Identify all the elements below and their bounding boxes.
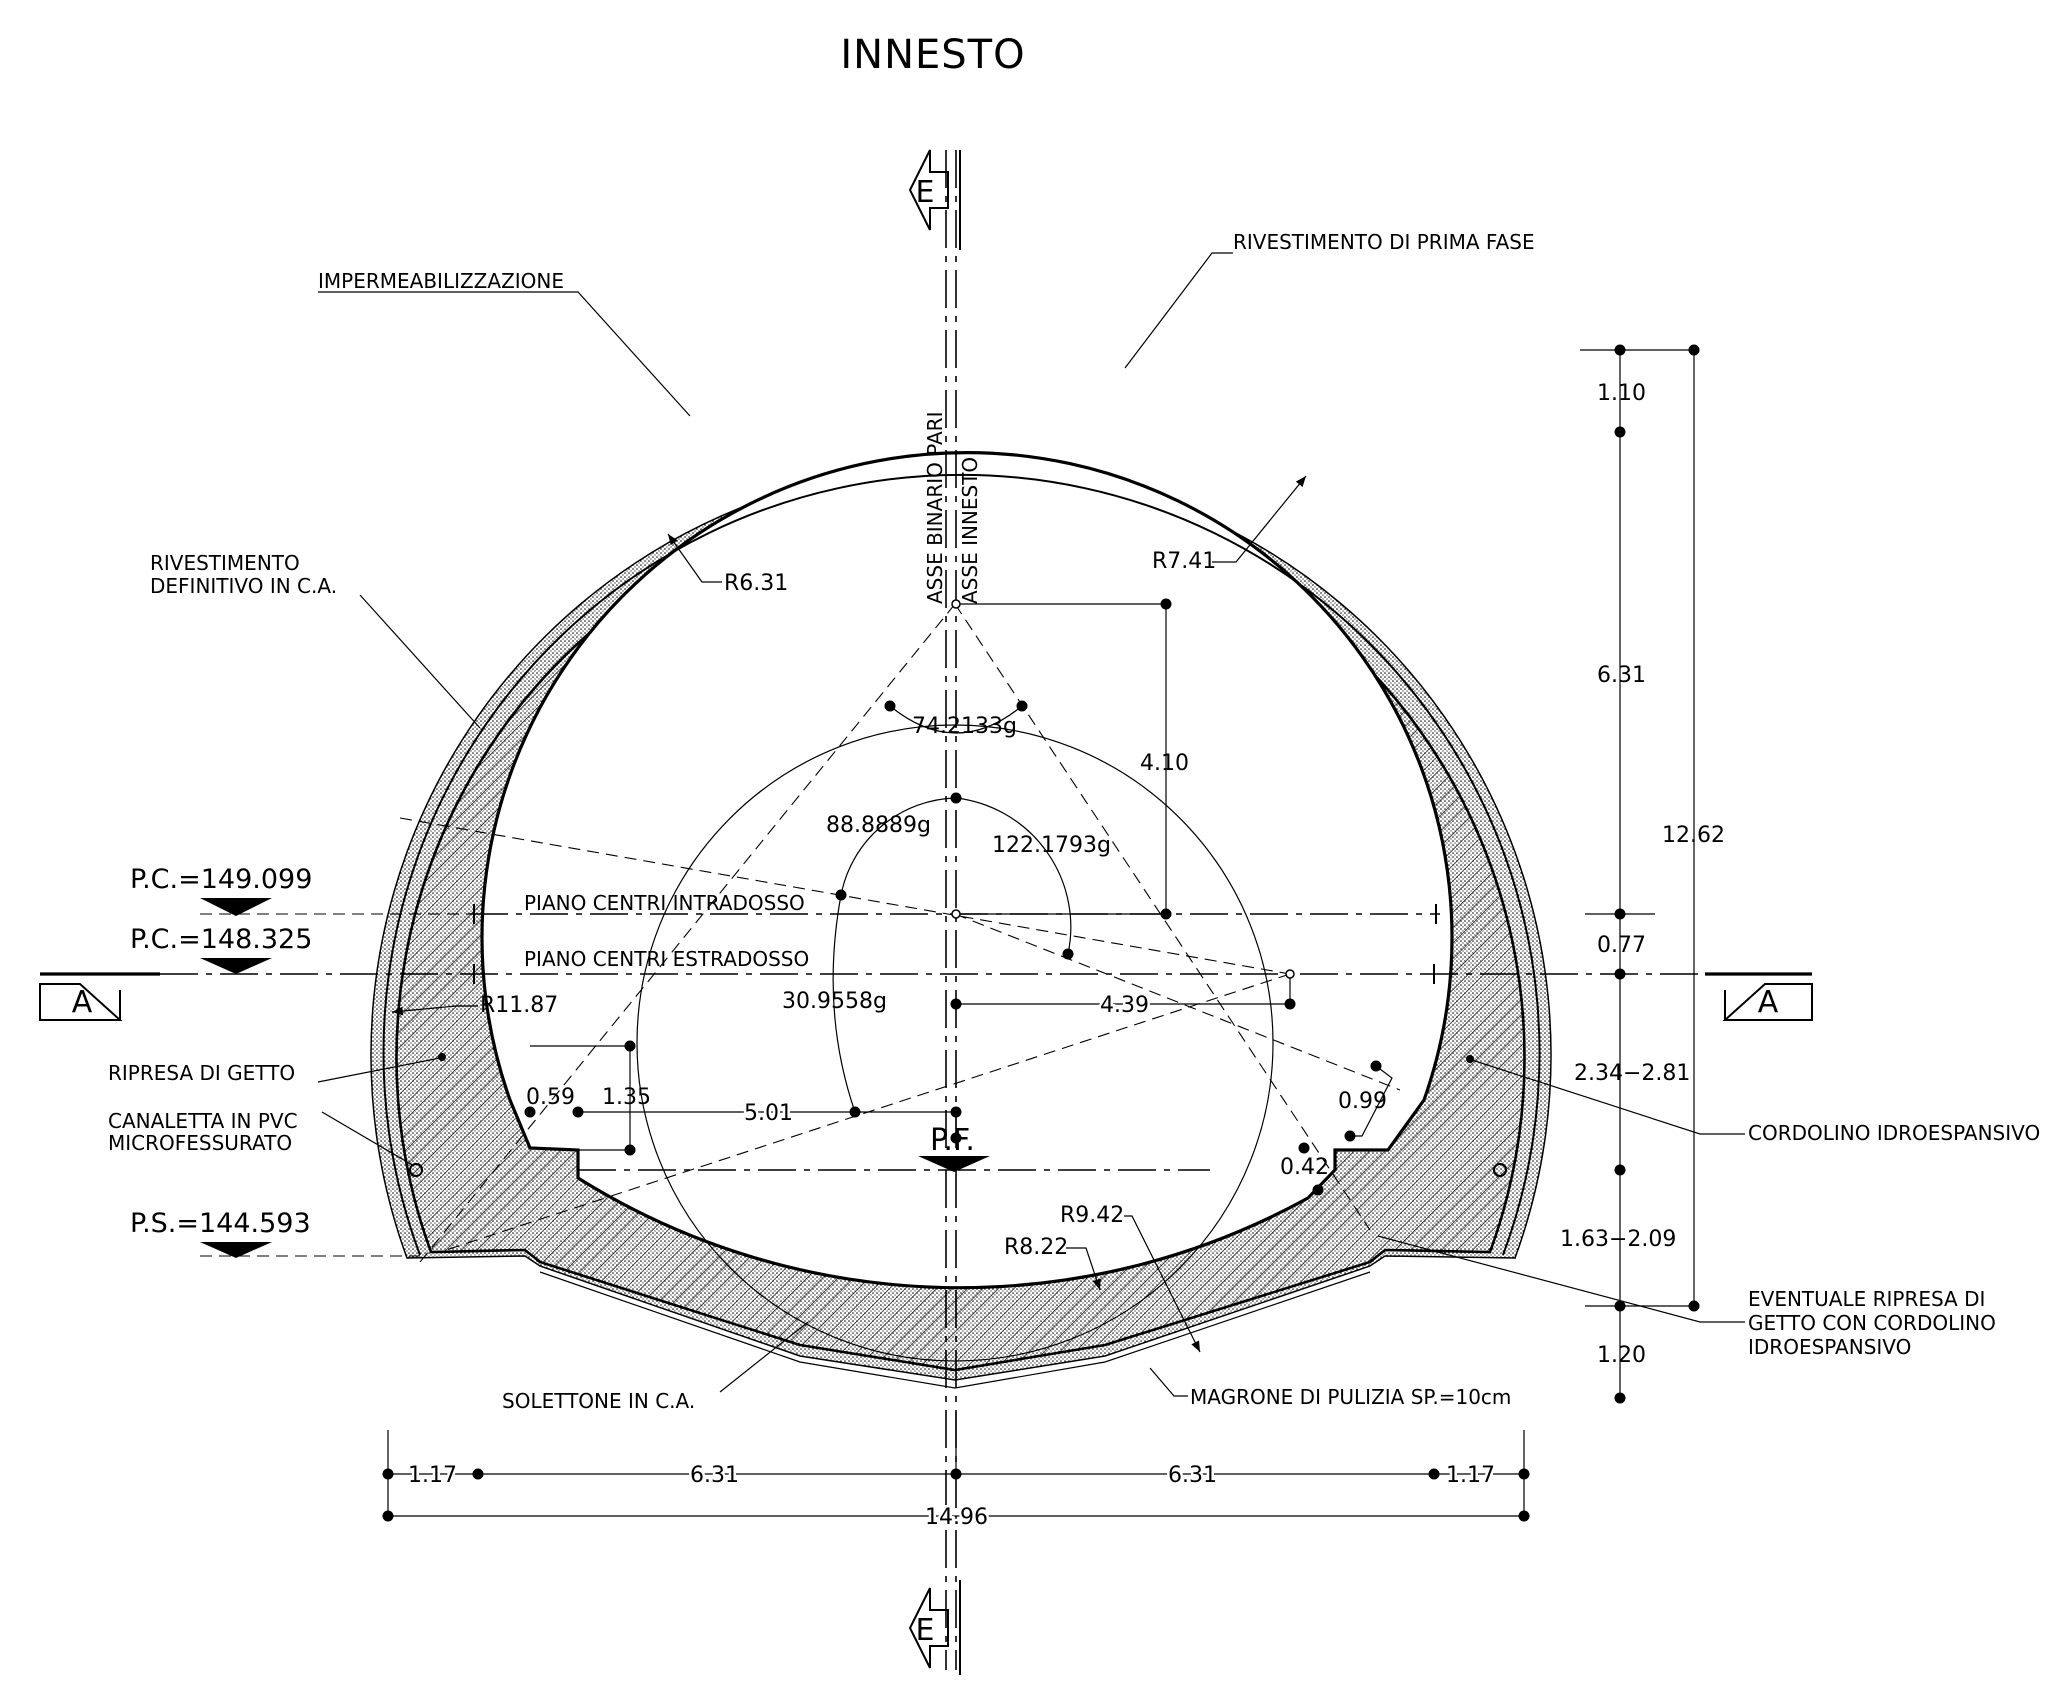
drawing-title: INNESTO: [840, 32, 1025, 78]
svg-text:6.31: 6.31: [690, 1463, 739, 1488]
svg-text:P.C.=148.325: P.C.=148.325: [130, 924, 312, 955]
construction-circle: [636, 724, 1274, 1362]
first-phase-boundary: [382, 473, 1541, 1256]
section-mark-e-bottom: E: [908, 1580, 961, 1675]
svg-text:DEFINITIVO IN C.A.: DEFINITIVO IN C.A.: [150, 574, 337, 598]
level-ps: P.S.=144.593: [130, 1208, 420, 1258]
svg-text:2.34−2.81: 2.34−2.81: [1574, 1061, 1690, 1086]
svg-text:1.20: 1.20: [1597, 1343, 1646, 1368]
svg-text:122.1793g: 122.1793g: [992, 833, 1111, 858]
leader-eventuale-ripresa: EVENTUALE RIPRESA DI GETTO CON CORDOLINO…: [1377, 1235, 1996, 1359]
leader-magrone: MAGRONE DI PULIZIA SP.=10cm: [1149, 1367, 1511, 1409]
leader-impermeabilizzazione: IMPERMEABILIZZAZIONE: [318, 269, 691, 417]
svg-text:MAGRONE DI PULIZIA SP.=10cm: MAGRONE DI PULIZIA SP.=10cm: [1190, 1385, 1511, 1409]
dim-042: 0.42: [1280, 1142, 1329, 1196]
section-mark-a-left: A: [39, 972, 160, 1021]
level-pc2: P.C.=148.325: [130, 924, 312, 974]
leader-rivestimento-prima-fase: RIVESTIMENTO DI PRIMA FASE: [1124, 230, 1535, 369]
angle-74: 74.2133g: [884, 700, 1028, 739]
level-pc1: P.C.=149.099: [130, 864, 470, 916]
svg-text:0.42: 0.42: [1280, 1155, 1329, 1180]
svg-text:R7.41: R7.41: [1152, 549, 1216, 574]
construction-ray: [419, 603, 956, 1263]
svg-text:1.35: 1.35: [602, 1085, 651, 1110]
section-mark-e-top: E: [908, 149, 961, 250]
svg-text:EVENTUALE RIPRESA DI: EVENTUALE RIPRESA DI: [1748, 1287, 1985, 1311]
svg-text:1.10: 1.10: [1597, 381, 1646, 406]
radius-r822: R8.22: [1004, 1235, 1101, 1291]
svg-text:CORDOLINO IDROESPANSIVO: CORDOLINO IDROESPANSIVO: [1748, 1121, 2040, 1145]
dim-135: 1.35: [530, 1040, 651, 1156]
section-mark-a-right: A: [1705, 972, 1813, 1021]
dim-chain-bottom: 1.17 6.31 6.31 1.17 14.96: [382, 1412, 1530, 1533]
svg-text:IMPERMEABILIZZAZIONE: IMPERMEABILIZZAZIONE: [318, 269, 564, 293]
svg-text:88.8889g: 88.8889g: [826, 813, 931, 838]
svg-text:0.99: 0.99: [1338, 1089, 1387, 1114]
svg-text:1.17: 1.17: [1446, 1463, 1495, 1488]
radius-r1187: R11.87: [391, 993, 558, 1018]
magrone-line: [539, 1271, 1371, 1389]
angle-122: 122.1793g: [840, 792, 1111, 960]
leader-solettone: SOLETTONE IN C.A.: [502, 1321, 809, 1413]
svg-text:RIVESTIMENTO DI PRIMA FASE: RIVESTIMENTO DI PRIMA FASE: [1233, 230, 1535, 254]
svg-text:4.39: 4.39: [1100, 993, 1149, 1018]
piano-estradosso-label: PIANO CENTRI ESTRADOSSO: [524, 947, 809, 971]
axis-innesto-label: ASSE INNESTO: [958, 457, 982, 604]
svg-text:1.63−2.09: 1.63−2.09: [1560, 1227, 1676, 1252]
svg-text:6.31: 6.31: [1597, 663, 1646, 688]
leader-canaletta: CANALETTA IN PVC MICROFESSURATO: [108, 1109, 423, 1177]
axis-binario-label: ASSE BINARIO PARI: [923, 412, 947, 604]
svg-text:R6.31: R6.31: [724, 571, 788, 596]
svg-text:6.31: 6.31: [1168, 1463, 1217, 1488]
radius-r942: R9.42: [1060, 1203, 1201, 1353]
piano-intradosso-label: PIANO CENTRI INTRADOSSO: [524, 891, 805, 915]
pf-mark: P.F.: [918, 1123, 990, 1172]
svg-text:A: A: [72, 985, 93, 1020]
dim-410: 4.10: [956, 598, 1189, 920]
leader-ripresa-getto: RIPRESA DI GETTO: [108, 1053, 446, 1085]
svg-text:RIPRESA DI GETTO: RIPRESA DI GETTO: [108, 1061, 295, 1085]
svg-text:A: A: [1758, 985, 1779, 1020]
svg-text:RIVESTIMENTO: RIVESTIMENTO: [150, 551, 300, 575]
dim-chain-right: 1.10 6.31 0.77 2.34−2.81 1.63−2.09 1.20 …: [1560, 344, 1725, 1404]
svg-text:12.62: 12.62: [1662, 823, 1725, 848]
svg-text:74.2133g: 74.2133g: [912, 714, 1017, 739]
svg-text:E: E: [916, 1613, 935, 1648]
dim-099: 0.99: [1338, 1060, 1393, 1142]
plane-ticks: [473, 599, 1437, 984]
svg-text:R8.22: R8.22: [1004, 1235, 1068, 1260]
dim-439: 4.39: [950, 974, 1296, 1021]
leader-rivestimento-definitivo: RIVESTIMENTO DEFINITIVO IN C.A.: [150, 551, 481, 729]
dim-501: 5.01: [572, 1099, 962, 1144]
construction-ray: [399, 817, 1291, 975]
svg-text:P.S.=144.593: P.S.=144.593: [130, 1208, 311, 1239]
svg-text:IDROESPANSIVO: IDROESPANSIVO: [1748, 1335, 1911, 1359]
svg-text:MICROFESSURATO: MICROFESSURATO: [108, 1131, 292, 1155]
svg-text:P.C.=149.099: P.C.=149.099: [130, 864, 312, 895]
svg-text:14.96: 14.96: [925, 1505, 988, 1530]
construction-ray: [954, 913, 1401, 1091]
svg-text:GETTO CON CORDOLINO: GETTO CON CORDOLINO: [1748, 1311, 1996, 1335]
svg-text:4.10: 4.10: [1140, 751, 1189, 776]
svg-text:5.01: 5.01: [744, 1101, 793, 1126]
internal-void: [480, 450, 1454, 1290]
svg-text:SOLETTONE IN C.A.: SOLETTONE IN C.A.: [502, 1389, 695, 1413]
svg-text:1.17: 1.17: [408, 1463, 457, 1488]
angle-88: 88.8889g: [826, 813, 931, 901]
construction-ray: [439, 973, 1291, 1253]
svg-text:0.77: 0.77: [1597, 933, 1646, 958]
svg-text:CANALETTA IN PVC: CANALETTA IN PVC: [108, 1109, 298, 1133]
svg-text:E: E: [916, 175, 935, 210]
svg-text:R11.87: R11.87: [480, 993, 558, 1018]
angle-30: 30.9558g: [782, 894, 887, 1118]
leader-cordolino: CORDOLINO IDROESPANSIVO: [1466, 1055, 2040, 1145]
radius-r631: R6.31: [667, 533, 788, 596]
canaletta-right-icon: [1493, 1163, 1507, 1177]
svg-text:R9.42: R9.42: [1060, 1203, 1124, 1228]
svg-text:0.59: 0.59: [526, 1085, 575, 1110]
radius-r741: R7.41: [1152, 475, 1307, 574]
svg-text:30.9558g: 30.9558g: [782, 989, 887, 1014]
dim-059: 0.59: [524, 1085, 575, 1118]
